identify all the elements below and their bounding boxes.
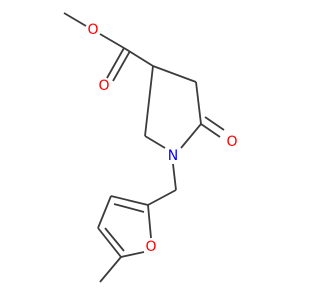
atom-labels: O O N O O: [87, 22, 237, 255]
bond-n-ch2: [172, 163, 177, 191]
bond-methyl-ester-o: [63, 12, 87, 27]
bond-c4-c5: [195, 81, 202, 125]
bond-furan-c4-c5-inner: [104, 227, 125, 252]
bond-furan-c4-c5: [97, 227, 122, 258]
bond-furan-c5-o: [120, 251, 145, 258]
bond-n-c2: [144, 135, 166, 149]
atom-o-furan: O: [145, 239, 156, 255]
bond-ch2-furan-c2: [147, 189, 177, 206]
molecule-structure: O O N O O: [63, 12, 238, 283]
bond-furan-methyl: [99, 256, 122, 283]
bond-carbonyl-double-b: [112, 50, 131, 82]
bond-c5-n: [180, 123, 202, 149]
bond-furan-o-c2: [147, 204, 152, 239]
atom-o-ester: O: [87, 22, 98, 38]
atom-o-carbonyl-ester: O: [98, 78, 109, 94]
bond-lactam-double-b: [204, 116, 225, 131]
bond-carbonyl-c3: [123, 47, 154, 67]
atom-n-ring: N: [168, 148, 178, 164]
bond-lactam-double-a: [200, 123, 221, 138]
atom-o-lactam: O: [226, 134, 237, 150]
bond-c2-c3: [144, 65, 154, 137]
bond-furan-c2-c3: [110, 195, 149, 206]
bond-ester-o-carbonyl-c: [99, 33, 125, 49]
bonds: [63, 12, 225, 283]
bond-furan-c3-c4: [97, 195, 112, 229]
bond-c3-c4: [152, 65, 197, 83]
bond-carbonyl-double-a: [106, 47, 125, 79]
bond-furan-c2-c3-inner: [113, 203, 145, 213]
